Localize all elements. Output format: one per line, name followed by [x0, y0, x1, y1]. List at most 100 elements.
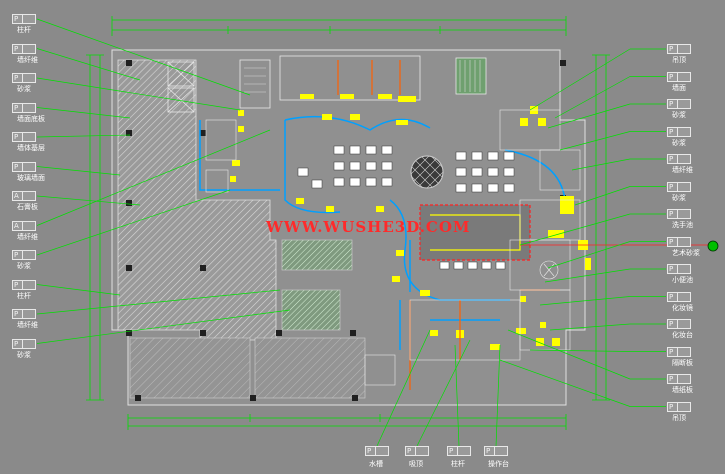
leader-line: [36, 166, 121, 176]
left-tag-box: P: [12, 338, 36, 349]
left-tag-label: 墙体基层: [17, 144, 45, 152]
right-tag-box: P: [667, 71, 691, 82]
right-tag-code: P: [669, 265, 674, 273]
leader-line: [36, 309, 291, 344]
right-tag-label: 隔断板: [672, 358, 693, 367]
bottom-tag-code: P: [486, 447, 491, 455]
leader-line: [571, 158, 631, 171]
bar-counter: [419, 204, 531, 261]
left-tag-label: 墙纤维: [17, 55, 38, 64]
left-tag-code: P: [14, 133, 19, 141]
right-tag-code: P: [669, 210, 674, 218]
right-tag-box: P: [667, 99, 691, 109]
bottom-tag-box: P: [447, 446, 471, 456]
right-tag-box: P: [667, 181, 691, 192]
left-tag-code: A: [14, 192, 19, 200]
watermark-text: WWW.WUSHE3D.COM: [266, 218, 471, 236]
right-tag-code: P: [669, 402, 674, 411]
leader-line: [36, 195, 141, 206]
left-tag-label: 墙纤维: [17, 321, 38, 329]
bottom-tag-label: 操作台: [488, 460, 509, 468]
right-tag-code: P: [669, 292, 674, 301]
leader-line: [519, 213, 631, 246]
right-tag-label: 墙纤维: [672, 166, 693, 174]
right-tag-label: 砂浆: [672, 138, 686, 147]
left-tag-label: 砂浆: [17, 350, 31, 359]
right-tag-label: 艺术砂浆: [672, 248, 700, 257]
left-tag-label: 柱杆: [17, 291, 31, 300]
right-tag-box: P: [667, 264, 691, 274]
left-tag-code: A: [14, 221, 19, 230]
leader-line: [36, 77, 241, 111]
leader-line: [574, 186, 631, 206]
leader-line: [495, 344, 501, 447]
leader-line: [36, 18, 251, 96]
right-tag-code: P: [669, 155, 674, 163]
dimension-lines: [86, 16, 610, 430]
left-tag-label: 砂浆: [17, 262, 31, 270]
stair-rooms: [167, 55, 487, 113]
leader-line: [416, 339, 471, 447]
left-tag-code: P: [14, 44, 19, 53]
left-tag-code: P: [14, 74, 19, 82]
left-tag-label: 墙面底板: [17, 114, 45, 123]
right-tag-label: 砂浆: [672, 193, 686, 202]
right-tag-label: 小便池: [672, 276, 693, 284]
right-tag-box: P: [667, 374, 691, 384]
leader-line: [36, 48, 141, 81]
left-tag-label: 墙纤维: [17, 232, 38, 241]
left-tag-label: 砂浆: [17, 85, 31, 93]
right-tag-label: 砂浆: [672, 111, 686, 119]
bottom-tag-label: 柱杆: [451, 460, 465, 468]
leader-line: [547, 103, 631, 129]
right-tag-box: P: [667, 346, 691, 357]
right-tag-code: P: [669, 182, 674, 191]
leader-line: [547, 241, 631, 269]
round-dining-feature: [410, 155, 444, 189]
left-tag-box: P: [12, 14, 36, 24]
left-tag-code: P: [14, 339, 19, 348]
leader-line: [529, 349, 631, 352]
leader-lines: [36, 18, 666, 447]
dining-tables: [297, 145, 515, 270]
left-tag-box: P: [12, 102, 36, 113]
right-tag-code: P: [669, 320, 674, 328]
section-marker: [707, 240, 719, 252]
right-tag-box: P: [667, 319, 691, 329]
right-tag-box: P: [667, 154, 691, 164]
leader-line: [529, 48, 631, 111]
right-tag-label: 化妆镜: [672, 303, 693, 312]
left-tag-box: P: [12, 250, 36, 260]
right-tag-code: P: [669, 72, 674, 81]
leader-line: [36, 129, 271, 226]
left-tag-box: P: [12, 279, 36, 290]
right-tag-label: 吊顶: [672, 413, 686, 422]
right-tag-box: P: [667, 401, 691, 412]
left-tag-box: P: [12, 132, 36, 142]
leader-line: [36, 107, 131, 119]
right-tag-box: P: [667, 236, 691, 247]
left-tag-code: P: [14, 162, 19, 171]
leader-line: [454, 344, 460, 447]
right-tag-label: 墙纸板: [672, 386, 693, 394]
right-tag-box: P: [667, 291, 691, 302]
leader-line: [376, 329, 431, 447]
bottom-tag-box: P: [405, 446, 429, 456]
bottom-tag-box: P: [365, 446, 389, 456]
leader-line: [507, 329, 631, 380]
left-tag-box: P: [12, 43, 36, 54]
leader-line: [36, 284, 121, 296]
leader-line: [554, 76, 631, 119]
bottom-tag-box: P: [484, 446, 508, 456]
left-tag-box: A: [12, 191, 36, 201]
right-tag-code: P: [669, 375, 674, 383]
left-tag-label: 玻璃墙面: [17, 173, 45, 182]
leader-line: [539, 296, 631, 306]
leader-line: [544, 268, 631, 283]
right-tag-code: P: [669, 347, 674, 356]
right-tag-label: 吊顶: [672, 56, 686, 64]
bottom-tag-code: P: [367, 447, 372, 455]
bottom-tag-code: P: [407, 447, 412, 455]
